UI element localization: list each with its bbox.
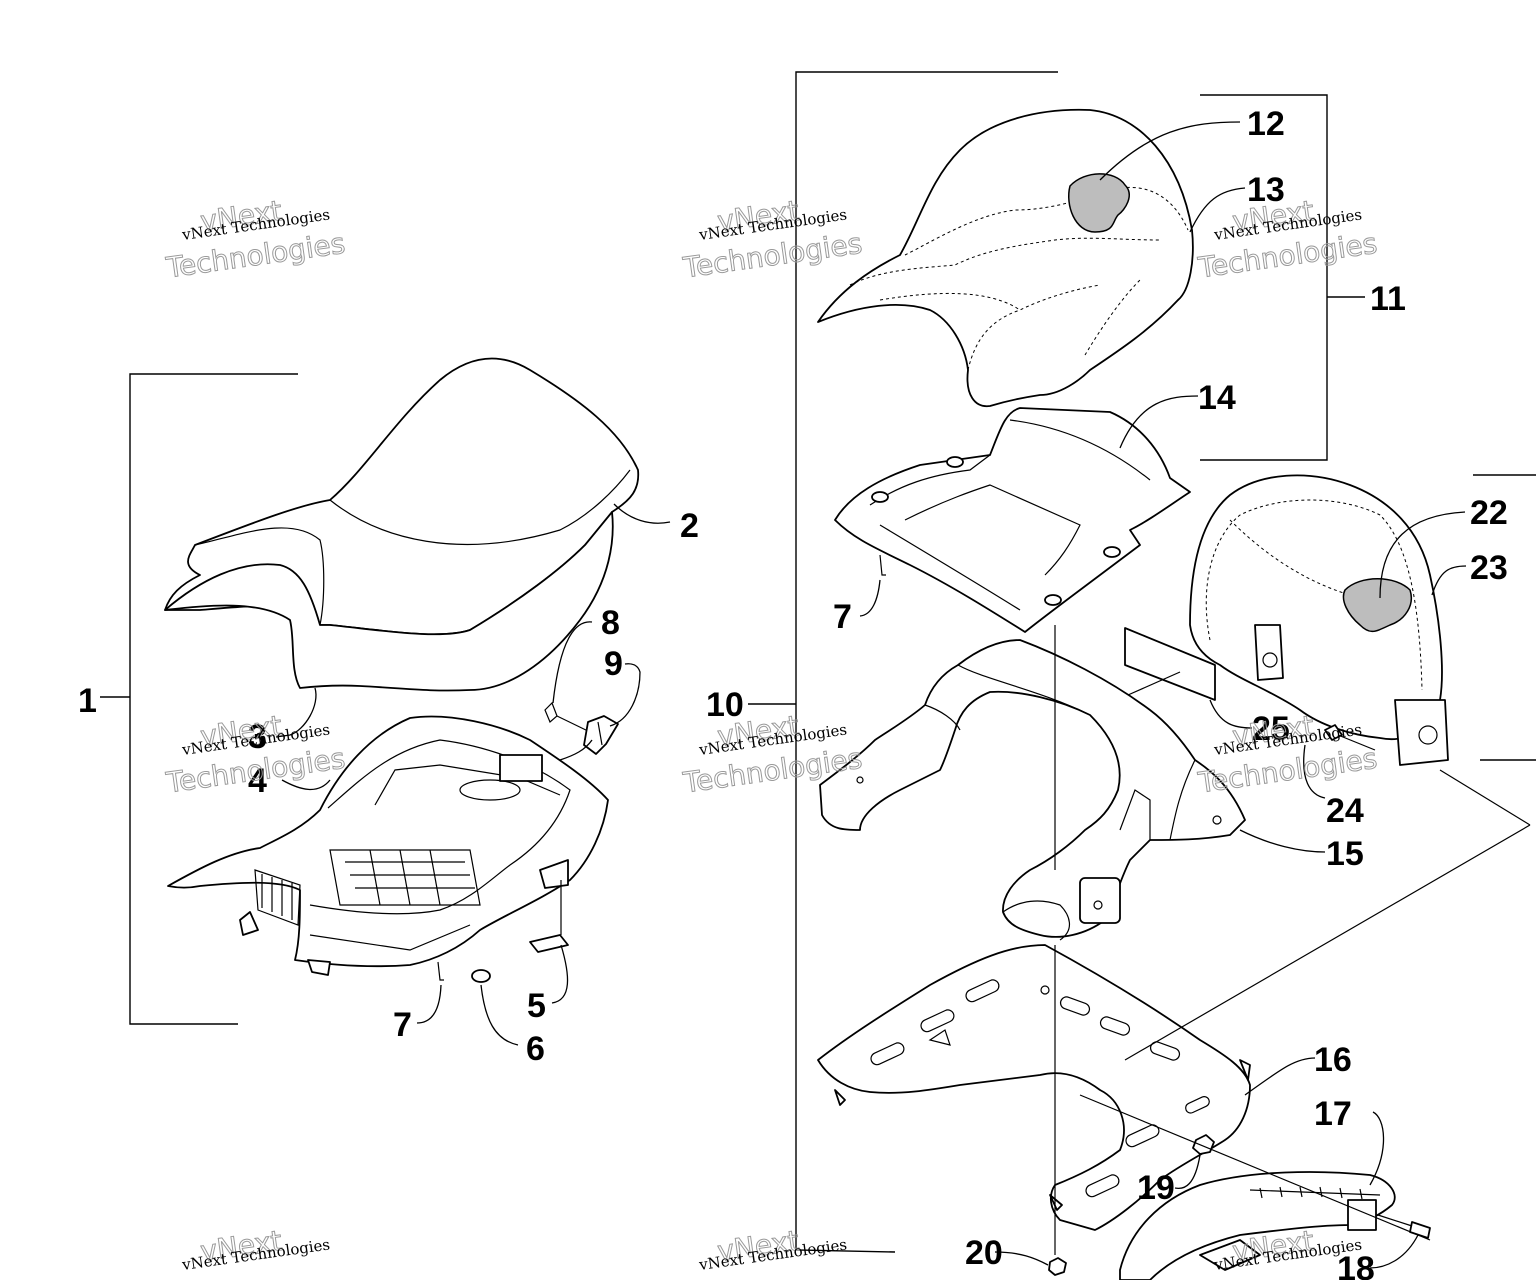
decal-part [1124,627,1216,701]
callout-16: 16 [1314,1041,1352,1079]
callout-2: 2 [680,507,699,545]
watermark-8: vNext vNext Technologies [697,1224,848,1274]
callout-20: 20 [965,1234,1003,1272]
callout-14: 14 [1198,379,1236,417]
callout-8: 8 [601,604,620,642]
backrest-bracket [1473,474,1536,761]
callout-7-left: 7 [393,1006,412,1044]
lock-nut-part [1048,1257,1067,1276]
callout-18: 18 [1337,1250,1375,1280]
callout-10: 10 [706,686,744,724]
backrest-part [1189,474,1449,766]
seat-pan-part [164,511,614,692]
callout-22: 22 [1470,494,1508,532]
handle-bolt-part [1377,1214,1431,1239]
watermark-2: vNext vNext Technologies Technologies [680,194,865,285]
callout-11: 11 [1370,280,1406,318]
watermark-7: vNext vNext Technologies [180,1224,331,1274]
callout-17: 17 [1314,1095,1352,1133]
sub-assembly-11-bracket [1200,94,1365,461]
pin-left-part [437,961,444,981]
leader-lines-left [275,503,671,1046]
flange-nut-part [1192,1134,1215,1155]
callout-23: 23 [1470,549,1508,587]
grab-handle-part [1119,1171,1396,1280]
callout-6: 6 [526,1030,545,1068]
passenger-seat-cover-part [817,108,1194,407]
callout-3: 3 [248,718,267,756]
callout-25: 25 [1252,710,1290,748]
callout-7-right: 7 [833,598,852,636]
leader-lines-right [859,121,1531,1269]
callout-24: 24 [1326,792,1364,830]
right-assembly-bracket [748,71,1058,1253]
passenger-seat-pan-part [834,407,1191,633]
callout-13: 13 [1247,171,1285,209]
watermark-1: vNext vNext Technologies Technologies [163,194,348,285]
callout-1: 1 [78,682,97,720]
latch-plate-part [529,880,569,953]
callout-5: 5 [527,987,546,1025]
pin-right-part [879,554,886,576]
backrest-bolt-part [1324,724,1376,751]
watermark-3: vNext vNext Technologies Technologies [1195,194,1380,285]
backrest-frame-part [819,639,1246,941]
mounting-plate-part [817,944,1251,1231]
callout-labels: 1 2 3 4 5 6 7 8 9 10 7 11 12 13 14 15 16… [78,105,1508,1280]
callout-19: 19 [1137,1169,1175,1207]
callout-12: 12 [1247,105,1285,143]
seat-base-part [167,715,609,976]
callout-9: 9 [604,645,623,683]
latch-spring-part [544,701,591,733]
grommet-part [471,969,491,983]
left-assembly-bracket [100,373,298,1025]
callout-4: 4 [248,762,267,800]
callout-15: 15 [1326,835,1364,873]
latch-hook-part [583,715,619,755]
